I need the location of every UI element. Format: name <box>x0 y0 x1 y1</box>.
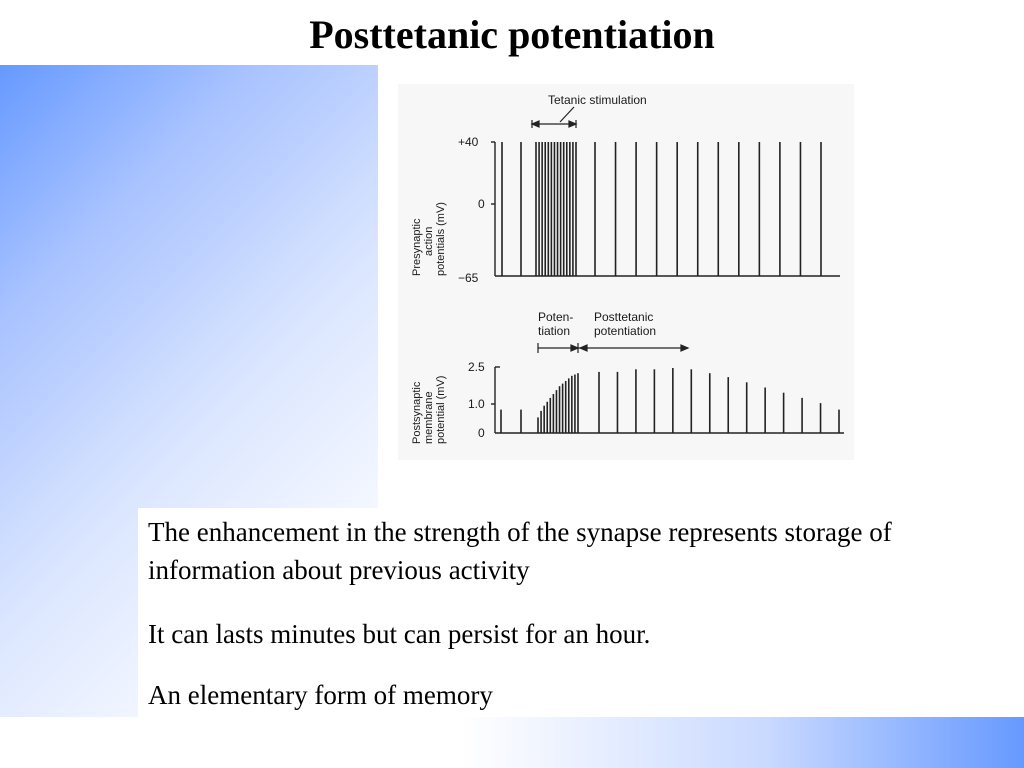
bottom-tick-label-mid: 1.0 <box>468 397 485 411</box>
paragraph-1: The enhancement in the strength of the s… <box>148 517 892 585</box>
top-ylabel-line-2: action <box>423 227 435 256</box>
top-ylabel-line-1: Presynaptic <box>411 218 423 276</box>
top-tick-label-high: +40 <box>458 135 479 149</box>
potentiation-label-line-1: Poten- <box>538 310 573 324</box>
bottom-ylabel-line-1: Postsynaptic <box>411 381 423 444</box>
top-ylabel: Presynaptic action potentials (mV) <box>411 202 447 276</box>
paragraph-2: It can lasts minutes but can persist for… <box>148 619 651 649</box>
ptp-label-line-2: potentiation <box>594 324 656 338</box>
paragraph-3: An elementary form of memory <box>148 680 493 710</box>
bottom-ylabel-line-2: membrane <box>423 391 435 444</box>
ptp-label-line-1: Posttetanic <box>594 310 653 324</box>
presynaptic-spikes <box>501 142 822 276</box>
tetanic-stimulation-label: Tetanic stimulation <box>548 93 647 107</box>
top-ylabel-line-3: potentials (mV) <box>435 202 447 276</box>
text-box <box>138 508 1024 717</box>
bottom-ylabel: Postsynaptic membrane potential (mV) <box>411 376 447 444</box>
background-gradient-bottom <box>0 717 1024 768</box>
postsynaptic-responses <box>500 368 840 433</box>
top-axis <box>491 141 840 277</box>
bottom-ylabel-line-3: potential (mV) <box>435 376 447 444</box>
slide-title: Posttetanic potentiation <box>309 12 715 57</box>
potentiation-bracket <box>537 343 690 353</box>
potentiation-label-line-2: tiation <box>538 324 570 338</box>
tetanic-pointer <box>559 106 575 123</box>
top-tick-label-low: −65 <box>458 271 479 285</box>
ptp-figure: Tetanic stimulation Presynaptic action p… <box>398 84 854 460</box>
tetanic-bracket <box>530 120 578 128</box>
bottom-tick-label-high: 2.5 <box>468 360 485 374</box>
top-tick-label-zero: 0 <box>478 197 485 211</box>
bottom-tick-label-zero: 0 <box>478 426 485 440</box>
